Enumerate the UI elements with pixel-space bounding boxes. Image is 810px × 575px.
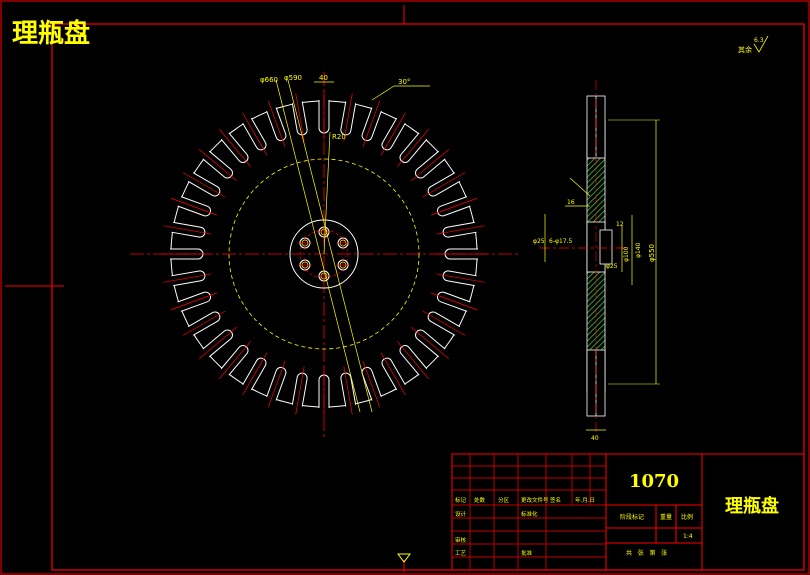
roughness-value: 6.3 <box>754 37 764 44</box>
slot <box>310 91 338 140</box>
slot <box>259 361 287 408</box>
leader-angle <box>371 85 395 101</box>
title-block-cell: 审核 <box>455 536 467 544</box>
dim-angle: 30° <box>398 78 410 86</box>
title-block-cell: 批准 <box>521 549 533 557</box>
dim-holes: 6-φ17.5 <box>549 238 572 245</box>
slot <box>411 327 450 363</box>
dim-small: φ25 <box>606 263 618 270</box>
title-block-cell: 年.月.日 <box>575 496 595 504</box>
inner-frame <box>51 23 805 571</box>
pitch-circle <box>228 158 420 350</box>
slot <box>259 100 287 147</box>
slot <box>163 214 212 241</box>
slot <box>422 310 466 343</box>
leader-angle-side <box>569 177 591 197</box>
scale-label: 比例 <box>681 513 693 521</box>
slot <box>215 128 251 167</box>
title-block-cell: 处数 <box>474 496 486 504</box>
slot <box>380 352 413 396</box>
leader-dia-660 <box>275 79 361 413</box>
slot <box>182 310 226 343</box>
part-name: 理瓶盘 <box>725 495 779 517</box>
slot <box>284 93 311 142</box>
leader-r20 <box>323 131 331 255</box>
slot <box>182 165 226 198</box>
bolt-hole-group <box>297 225 351 283</box>
slot <box>337 366 364 415</box>
slot <box>436 267 485 294</box>
roughness-symbol: 6.3 <box>753 35 769 53</box>
stage-label: 阶段标记 <box>620 513 644 521</box>
leader-dia-590 <box>287 79 373 413</box>
dim-thickness: 16 <box>567 199 575 206</box>
slot <box>431 189 478 217</box>
hub-circle <box>289 219 359 289</box>
slot <box>170 189 217 217</box>
slot <box>411 145 450 181</box>
dim-bolt-circle: φ140 <box>635 242 642 258</box>
drawing-number: 1070 <box>629 471 679 492</box>
slot <box>422 165 466 198</box>
bolt-hole <box>336 236 351 250</box>
title-block-cell: 设计 <box>455 510 467 518</box>
slot <box>397 128 433 167</box>
bolt-hole <box>297 258 312 272</box>
slot <box>235 112 268 156</box>
slot <box>337 93 364 142</box>
scale-value: 1:4 <box>683 533 693 540</box>
bolt-hole <box>336 258 351 272</box>
dim-outer-diameter: φ660 <box>260 76 278 84</box>
title-block-cell: 更改文件号 <box>521 496 549 504</box>
dim-hub: φ100 <box>623 246 630 262</box>
slot <box>215 341 251 380</box>
dim-slot-width-text: 40 <box>319 74 328 82</box>
slot <box>284 366 311 415</box>
slot <box>380 112 413 156</box>
orientation-arrow <box>397 553 411 563</box>
slot <box>397 341 433 380</box>
roughness-note: 其余 <box>738 45 752 54</box>
slot <box>170 291 217 319</box>
slot <box>431 291 478 319</box>
section-hub-step <box>599 229 613 265</box>
title-block-cell: 分区 <box>498 496 510 504</box>
dim-slot-radius: R20 <box>332 133 346 141</box>
front-view: φ660 φ590 40 R20 30° <box>130 72 518 440</box>
slot <box>235 352 268 396</box>
title-block: 标记处数 分区 更改文件号签名 年.月.日设计 标准化审核工艺 批准 1070 理瓶盘 阶… <box>451 453 805 571</box>
sheet-info: 共 张 第 张 <box>626 549 667 557</box>
title-block-cell: 标准化 <box>521 510 538 518</box>
slot <box>436 214 485 241</box>
dim-width: 40 <box>591 435 599 442</box>
corner-title: 理瓶盘 <box>12 18 90 49</box>
dim-bore: φ25 <box>533 238 545 245</box>
bolt-hole <box>297 236 312 250</box>
slot <box>438 240 487 268</box>
slot <box>361 100 389 147</box>
slot <box>310 368 338 417</box>
slot <box>198 327 237 363</box>
bolt-hole <box>317 225 331 239</box>
title-block-frame <box>451 453 805 571</box>
dim-hub-step: 12 <box>616 221 624 228</box>
dim-disc: φ550 <box>648 244 656 262</box>
weight-label: 重量 <box>660 513 672 521</box>
title-block-grid: 标记处数 分区 更改文件号签名 年.月.日设计 标准化审核工艺 批准 <box>452 453 606 571</box>
slot <box>198 145 237 181</box>
title-block-cell: 标记 <box>455 496 467 504</box>
slot-group <box>161 91 487 417</box>
side-view: 16 φ25 6-φ17.5 12 φ140 φ100 φ25 φ550 40 <box>533 80 660 442</box>
title-block-cell: 签名 <box>550 496 561 504</box>
slot <box>163 267 212 294</box>
dim-pitch-diameter: φ590 <box>284 74 302 82</box>
slot <box>161 240 210 268</box>
title-block-cell: 工艺 <box>455 550 467 557</box>
